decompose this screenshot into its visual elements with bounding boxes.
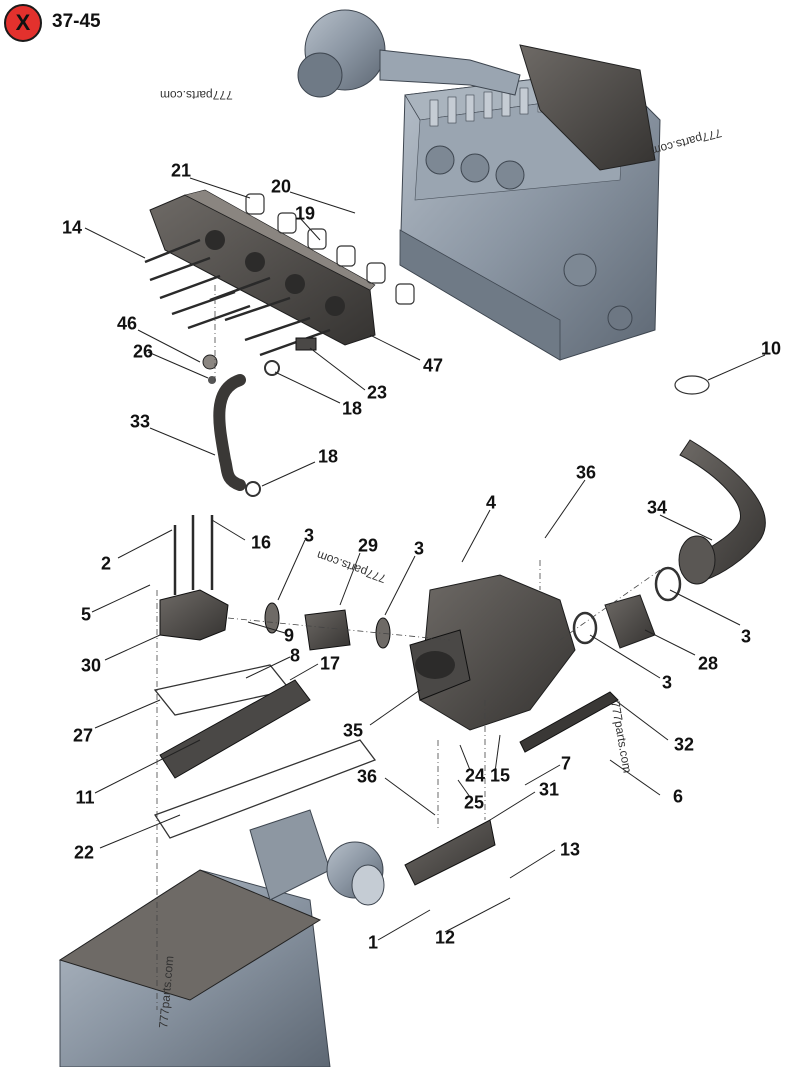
callout-26[interactable]: 26 [132,341,154,362]
callout-20[interactable]: 20 [270,176,292,197]
exhaust-manifold [149,189,376,346]
callout-4[interactable]: 4 [485,492,497,513]
engine-block-bottom [58,809,385,1067]
manifold-bolts [144,238,331,357]
callout-32[interactable]: 32 [673,734,695,755]
gasket-set [245,193,415,305]
callout-6[interactable]: 6 [672,786,684,807]
callout-10[interactable]: 10 [760,338,782,359]
close-button[interactable]: X [4,4,42,42]
callout-21[interactable]: 21 [170,160,192,181]
callout-30[interactable]: 30 [80,655,102,676]
o-ring [674,375,710,395]
callout-23[interactable]: 23 [366,382,388,403]
callout-3[interactable]: 3 [740,626,752,647]
callout-16[interactable]: 16 [250,532,272,553]
callout-12[interactable]: 12 [434,927,456,948]
coolant-hose [213,374,246,491]
callout-3[interactable]: 3 [661,672,673,693]
callout-22[interactable]: 22 [73,842,95,863]
callout-13[interactable]: 13 [559,839,581,860]
engine-block-top [297,9,661,361]
callout-24[interactable]: 24 [464,765,486,786]
callout-28[interactable]: 28 [697,653,719,674]
callout-5[interactable]: 5 [80,604,92,625]
callout-47[interactable]: 47 [422,355,444,376]
callout-35[interactable]: 35 [342,720,364,741]
callout-36[interactable]: 36 [575,462,597,483]
close-icon: X [15,10,31,35]
callout-3[interactable]: 3 [413,538,425,559]
callout-15[interactable]: 15 [489,765,511,786]
callout-31[interactable]: 31 [538,779,560,800]
alignment-lines [156,285,661,1010]
watermark: 777parts.com [160,88,233,102]
callout-18[interactable]: 18 [341,398,363,419]
callout-1[interactable]: 1 [367,932,379,953]
callout-46[interactable]: 46 [116,313,138,334]
callout-9[interactable]: 9 [283,625,295,646]
pump-housing [419,574,576,731]
callout-33[interactable]: 33 [129,411,151,432]
callout-2[interactable]: 2 [100,553,112,574]
callout-36[interactable]: 36 [356,766,378,787]
leader-lines [84,177,766,941]
callout-11[interactable]: 11 [75,787,95,808]
callout-8[interactable]: 8 [289,645,301,666]
callout-14[interactable]: 14 [61,217,83,238]
callout-27[interactable]: 27 [72,725,94,746]
callout-18[interactable]: 18 [317,446,339,467]
callout-19[interactable]: 19 [294,203,316,224]
callout-25[interactable]: 25 [463,792,485,813]
callout-34[interactable]: 34 [646,497,668,518]
page-reference: 37-45 [52,11,101,32]
callout-7[interactable]: 7 [560,753,572,774]
callout-29[interactable]: 29 [357,535,379,556]
callout-3[interactable]: 3 [303,525,315,546]
callout-17[interactable]: 17 [319,653,341,674]
